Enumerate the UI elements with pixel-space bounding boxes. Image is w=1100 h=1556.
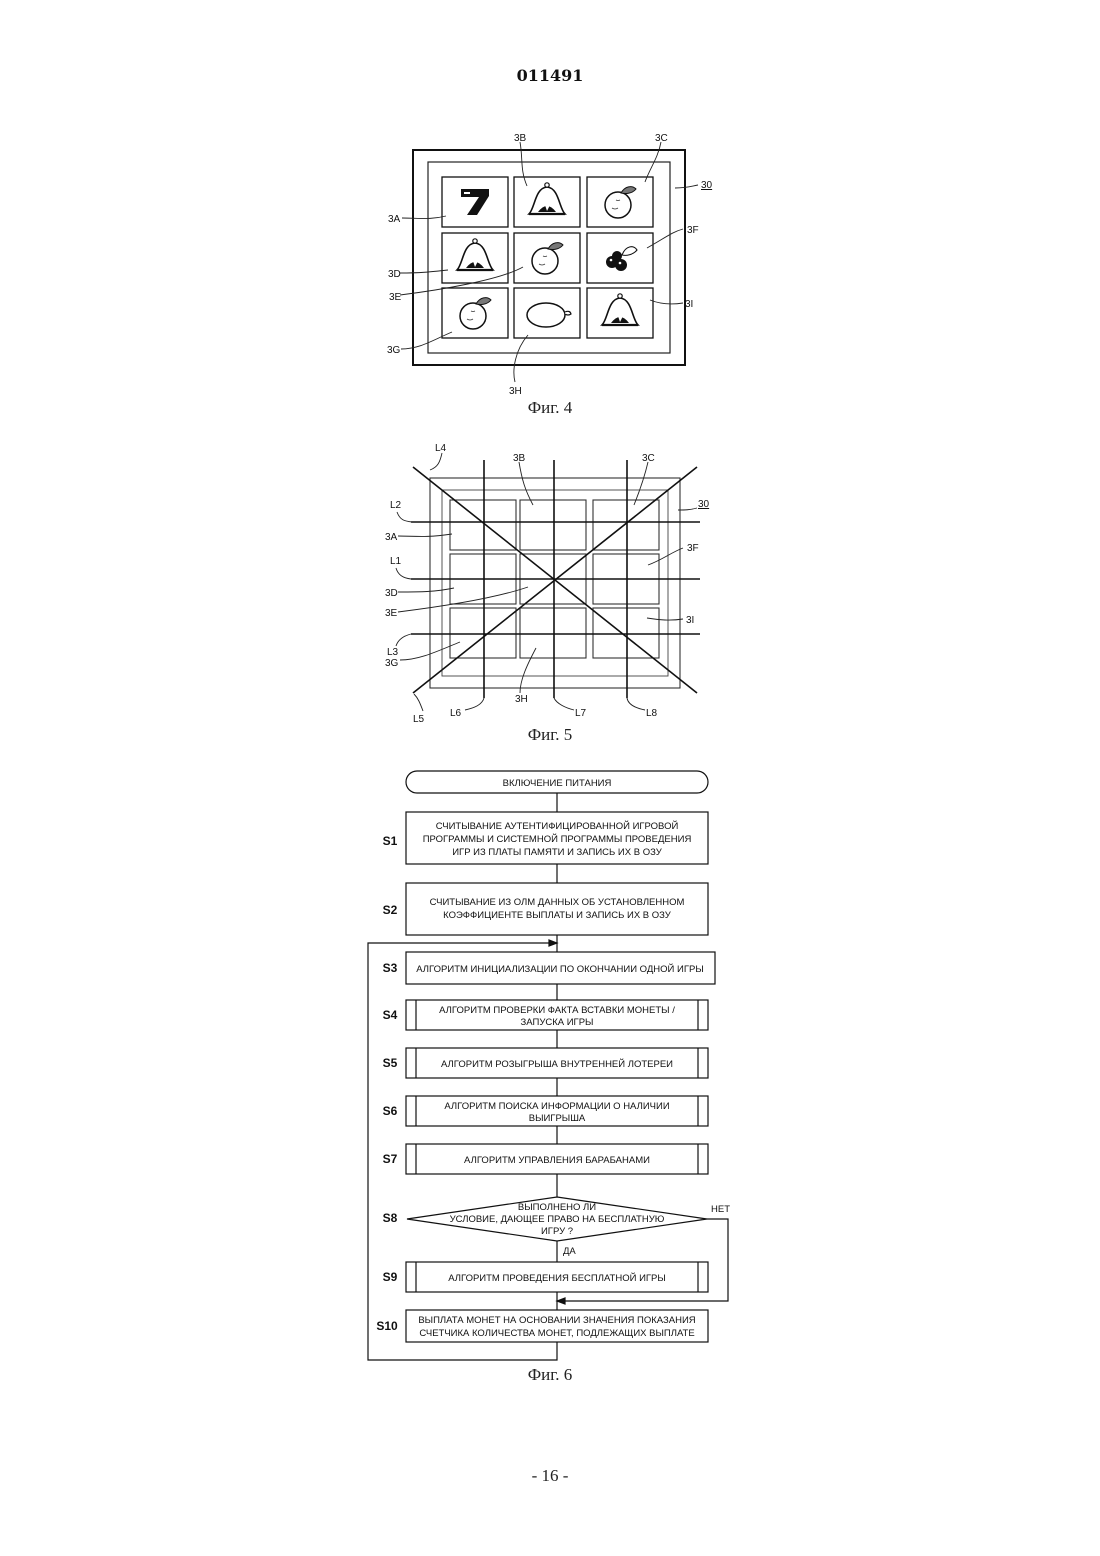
page-number: - 16 - bbox=[0, 1466, 1100, 1486]
fig5-label-3I: 3I bbox=[686, 615, 694, 626]
flow-step-id-s8: S8 bbox=[383, 1211, 398, 1225]
fig5-label-3F: 3F bbox=[687, 543, 699, 554]
fig4-label-3A: 3A bbox=[388, 214, 401, 225]
flow-step-s2-line2: КОЭФФИЦИЕНТЕ ВЫПЛАТЫ И ЗАПИСЬ ИХ В ОЗУ bbox=[443, 910, 672, 921]
flow-step-s8-line3: ИГРУ ? bbox=[541, 1226, 573, 1237]
fig4-reel-cell-3A bbox=[442, 177, 508, 227]
fig4-label-3E: 3E bbox=[389, 292, 402, 303]
fig5-pay-lines: L4 3B 3C 30 L2 3A 3F L1 3D 3E 3I L3 3G 3… bbox=[385, 443, 710, 725]
flow-step-id-s10: S10 bbox=[376, 1319, 398, 1333]
flow-step-s5-line1: АЛГОРИТМ РОЗЫГРЫША ВНУТРЕННЕЙ ЛОТЕРЕИ bbox=[441, 1058, 673, 1070]
fig5-label-3B: 3B bbox=[513, 453, 526, 464]
fig4-label-3B: 3B bbox=[514, 133, 527, 144]
flow-step-id-s6: S6 bbox=[383, 1104, 398, 1118]
fig5-label-L3: L3 bbox=[387, 647, 399, 658]
fig4-label-3C: 3C bbox=[655, 133, 668, 144]
fig4-label-3G: 3G bbox=[387, 345, 401, 356]
flow-step-s7-line1: АЛГОРИТМ УПРАВЛЕНИЯ БАРАБАНАМИ bbox=[464, 1155, 650, 1166]
flow-step-s9-line1: АЛГОРИТМ ПРОВЕДЕНИЯ БЕСПЛАТНОЙ ИГРЫ bbox=[448, 1272, 666, 1284]
fig4-label-3I: 3I bbox=[685, 299, 693, 310]
fig5-label-L6: L6 bbox=[450, 708, 462, 719]
flow-step-s8-line1: ВЫПОЛНЕНО ЛИ bbox=[518, 1202, 596, 1213]
fig5-label-3H: 3H bbox=[515, 694, 528, 705]
fig4-label-3D: 3D bbox=[388, 269, 401, 280]
flow-step-id-s4: S4 bbox=[383, 1008, 398, 1022]
flow-step-id-s9: S9 bbox=[383, 1270, 398, 1284]
fig5-label-30: 30 bbox=[698, 499, 710, 510]
flow-step-s6-line1: АЛГОРИТМ ПОИСКА ИНФОРМАЦИИ О НАЛИЧИИ bbox=[444, 1101, 669, 1112]
fig5-label-3G: 3G bbox=[385, 658, 399, 669]
flow-step-s10-line2: СЧЕТЧИКА КОЛИЧЕСТВА МОНЕТ, ПОДЛЕЖАЩИХ ВЫ… bbox=[419, 1328, 694, 1339]
fig5-label-3A: 3A bbox=[385, 532, 398, 543]
fig5-label-3D: 3D bbox=[385, 588, 398, 599]
flow-step-s1-line2: ПРОГРАММЫ И СИСТЕМНОЙ ПРОГРАММЫ ПРОВЕДЕН… bbox=[423, 833, 692, 845]
fig5-reel-cell-3H bbox=[520, 608, 586, 658]
fig5-label-L2: L2 bbox=[390, 500, 402, 511]
flow-step-s3-line1: АЛГОРИТМ ИНИЦИАЛИЗАЦИИ ПО ОКОНЧАНИИ ОДНО… bbox=[416, 963, 703, 975]
flow-step-s6-line2: ВЫИГРЫША bbox=[529, 1113, 586, 1124]
fig6-caption: Фиг. 6 bbox=[0, 1365, 1100, 1385]
flow-step-id-s1: S1 bbox=[383, 834, 398, 848]
flow-step-s8-line2: УСЛОВИЕ, ДАЮЩЕЕ ПРАВО НА БЕСПЛАТНУЮ bbox=[450, 1214, 665, 1225]
flow-step-s2-line1: СЧИТЫВАНИЕ ИЗ ОЛМ ДАННЫХ ОБ УСТАНОВЛЕННО… bbox=[430, 897, 685, 908]
fig5-reel-cell-3B bbox=[520, 500, 586, 550]
fig5-label-L1: L1 bbox=[390, 556, 402, 567]
fig5-caption: Фиг. 5 bbox=[0, 725, 1100, 745]
flow-step-s2-box bbox=[406, 883, 708, 935]
fig4-slot-display: 3B 3C 30 3A 3F 3D 3E 3I 3G 3H bbox=[387, 133, 713, 397]
flow-step-s1-line1: СЧИТЫВАНИЕ АУТЕНТИФИЦИРОВАННОЙ ИГРОВОЙ bbox=[436, 820, 679, 832]
fig5-reel-cell-3A bbox=[450, 500, 516, 550]
flow-yes-label: ДА bbox=[563, 1246, 576, 1257]
fig5-reel-cell-3I bbox=[593, 608, 659, 658]
fig5-label-3C: 3C bbox=[642, 453, 655, 464]
fig5-label-L8: L8 bbox=[646, 708, 658, 719]
flow-step-id-s7: S7 bbox=[383, 1152, 398, 1166]
flow-step-s1-line3: ИГР ИЗ ПЛАТЫ ПАМЯТИ И ЗАПИСЬ ИХ В ОЗУ bbox=[452, 847, 662, 858]
fig4-label-3F: 3F bbox=[687, 225, 699, 236]
flow-no-label: НЕТ bbox=[711, 1204, 730, 1215]
fig5-label-L5: L5 bbox=[413, 714, 425, 725]
fig4-caption: Фиг. 4 bbox=[0, 398, 1100, 418]
fig5-label-3E: 3E bbox=[385, 608, 398, 619]
fig5-label-L7: L7 bbox=[575, 708, 587, 719]
flow-step-id-s2: S2 bbox=[383, 903, 398, 917]
flow-step-id-s5: S5 bbox=[383, 1056, 398, 1070]
fig5-reel-cell-3G bbox=[450, 608, 516, 658]
flow-step-s10-line1: ВЫПЛАТА МОНЕТ НА ОСНОВАНИИ ЗНАЧЕНИЯ ПОКА… bbox=[418, 1315, 695, 1326]
flow-step-s4-line1: АЛГОРИТМ ПРОВЕРКИ ФАКТА ВСТАВКИ МОНЕТЫ / bbox=[439, 1005, 675, 1016]
fig5-label-L4: L4 bbox=[435, 443, 447, 454]
flow-start-label: ВКЛЮЧЕНИЕ ПИТАНИЯ bbox=[503, 778, 612, 789]
fig4-label-3H: 3H bbox=[509, 386, 522, 397]
fig4-label-30: 30 bbox=[701, 180, 713, 191]
flow-step-s4-line2: ЗАПУСКА ИГРЫ bbox=[521, 1017, 594, 1028]
flow-step-id-s3: S3 bbox=[383, 961, 398, 975]
